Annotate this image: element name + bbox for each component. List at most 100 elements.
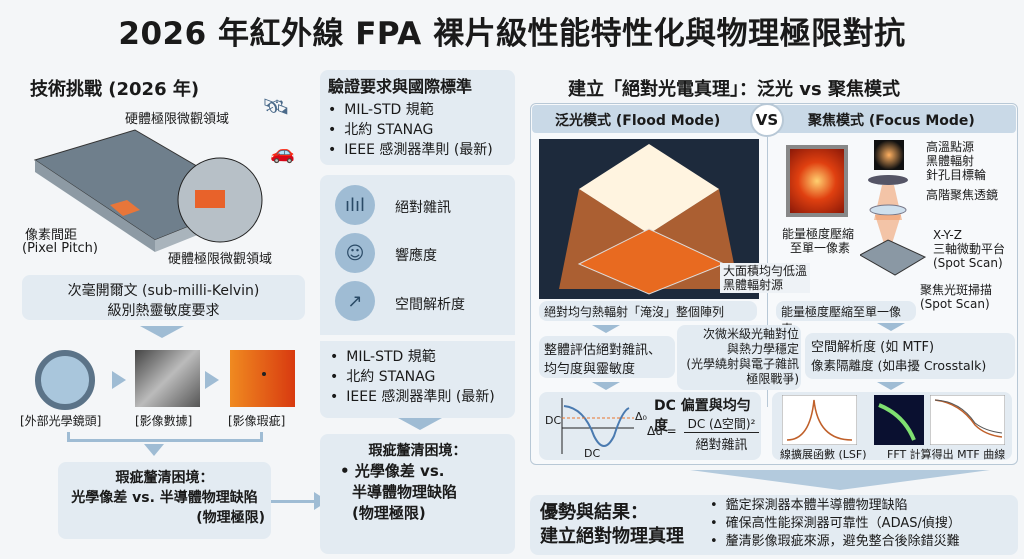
flood-caption: 絕對均勻熱輻射「淹沒」整個陣列 (539, 301, 757, 321)
dilemma-line4: (物理極限) (352, 504, 426, 522)
standard-item: IEEE 感測器準則 (最新) (330, 386, 495, 406)
hot-point-source-icon (874, 140, 904, 170)
label-pinhole: 針孔目標輪 (926, 168, 987, 182)
formula-title: DC 偏置與均勻度 (654, 398, 751, 434)
arrow-down-icon (690, 470, 990, 490)
standard-item: 北約 STANAG (330, 366, 495, 386)
flood-result-box: 整體評估絕對雜訊、 均勻度與靈敏度 (539, 336, 675, 378)
outcome-title-1: 優勢與結果： (540, 502, 648, 523)
outcome-box: 優勢與結果： 建立絕對物理真理 鑑定探測器本體半導體物理缺陷 確保高性能探測器可… (530, 495, 1018, 555)
fpa-chip-illustration (33, 129, 263, 252)
fft-plot (874, 395, 924, 445)
compress-line2: 至單一像素 (790, 241, 851, 255)
dilemma-line1: 瑕疵釐清困境： (115, 470, 214, 486)
arrow-down-icon (592, 382, 620, 390)
compress-label: 能量極度壓縮 至單一像素 (782, 227, 854, 255)
delta-label: Δ₀ (635, 410, 647, 423)
right-heading: 建立「絕對光電真理」：泛光 vs 聚焦模式 (568, 79, 900, 100)
requirement-box: 次毫開爾文 (sub-milli-Kelvin) 級別熱靈敏度要求 (22, 275, 305, 320)
outcome-title-2: 建立絕對物理真理 (540, 526, 684, 547)
outcome-item: 釐清影像瑕疵來源，避免整合後除錯災難 (710, 533, 961, 551)
flow-label-data: [影像數據] (135, 414, 193, 428)
focus-labels-stage: X-Y-Z 三軸微動平台 (Spot Scan) (933, 228, 1005, 270)
focus-spot-image (786, 145, 848, 217)
metrics-box: ılıl 絕對雜訊 ☺ 響應度 ↗ 空間解析度 MIL-STD 規範 北約 ST… (320, 175, 515, 418)
label-hot-source: 高溫點源 (926, 140, 975, 154)
dilemma-line2: 光學像差 vs. (354, 462, 445, 480)
compress-line1: 能量極度壓縮 (782, 227, 855, 241)
mtf-plots-box: 線擴展函數 (LSF) FFT 計算得出 MTF 曲線 (772, 392, 1012, 461)
label-lens: 高階聚焦透鏡 (926, 188, 999, 202)
requirement-line2: 級別熱靈敏度要求 (107, 303, 220, 319)
focus-result-1: 空間解析度 (如 MTF) (811, 340, 935, 355)
pixel-pitch-en: (Pixel Pitch) (22, 241, 98, 256)
alignment-note-box: 次微米級光軸對位 與熱力學穩定 (光學繞射與電子雜訊 極限戰爭) (677, 325, 801, 390)
source-label-2: 黑體輻射源 (723, 278, 784, 292)
flood-source-label: 大面積均勻低溫 黑體輻射源 (720, 263, 811, 293)
lsf-plot (782, 395, 857, 445)
image-data-thumbnail (135, 350, 200, 407)
lens-icon (35, 350, 95, 410)
flood-mode-title: 泛光模式 (Flood Mode) (555, 113, 721, 129)
standards-heading: 驗證要求與國際標準 (328, 77, 473, 96)
focus-labels-scan: 聚焦光斑掃描 (Spot Scan) (920, 283, 992, 311)
arrow-right-icon (205, 371, 219, 389)
label-spot-scan-en: (Spot Scan) (920, 297, 990, 311)
dilemma-line1: 瑕疵釐清困境： (368, 443, 467, 459)
left-heading: 技術挑戰 (2026 年) (30, 79, 200, 100)
lsf-label: 線擴展函數 (LSF) (780, 448, 867, 461)
dc-label: DC (545, 414, 562, 427)
focus-labels-top: 高溫點源 黑體輻射 針孔目標輪 高階聚焦透鏡 (926, 140, 998, 202)
label-hardware-bottom: 硬體極限微觀領域 (168, 252, 273, 267)
dilemma-line3: (物理極限) (196, 510, 265, 526)
standard-item: IEEE 感測器準則 (最新) (328, 139, 507, 159)
dc-label-bottom: DC (584, 447, 601, 460)
formula-denominator: 絕對雜訊 (695, 438, 748, 453)
metric-spatial-resolution: 空間解析度 (395, 297, 465, 313)
standard-item: 北約 STANAG (328, 119, 507, 139)
note-line: 極限戰爭) (746, 372, 799, 386)
left-dilemma-box: 瑕疵釐清困境： 光學像差 vs. 半導體物理缺陷 (物理極限) (58, 462, 271, 539)
connector-line (271, 500, 316, 503)
label-stage: 三軸微動平台 (933, 242, 1006, 256)
waveform-icon: ılıl (335, 185, 375, 225)
connector-line (67, 432, 263, 442)
label-spot-scan: (Spot Scan) (933, 256, 1003, 270)
arrow-down-icon (877, 323, 905, 331)
flow-label-defect: [影像瑕疵] (228, 414, 286, 428)
outcome-item: 確保高性能探測器可靠性（ADAS/偵搜） (710, 515, 961, 533)
dc-formula-box: DC DC Δ₀ DC 偏置與均勻度 Δu = DC (Δ空間)² 絕對雜訊 (539, 392, 761, 460)
chart-icon: ↗ (335, 281, 375, 321)
outcome-item: 鑑定探測器本體半導體物理缺陷 (710, 497, 961, 515)
standards-box: 驗證要求與國際標準 MIL-STD 規範 北約 STANAG IEEE 感測器準… (320, 70, 515, 165)
note-line: 次微米級光軸對位 (702, 327, 799, 341)
middle-dilemma-box: 瑕疵釐清困境： • 光學像差 vs. 半導體物理缺陷 (物理極限) (320, 434, 515, 554)
source-label-1: 大面積均勻低溫 (723, 264, 808, 278)
formula-numerator: DC (Δ空間)² (684, 415, 759, 433)
arrow-down-icon (140, 326, 184, 338)
arrow-down-icon (144, 444, 164, 456)
label-xyz: X-Y-Z (933, 228, 962, 242)
bullet: • (340, 462, 355, 480)
dilemma-line2: 光學像差 vs. 半導體物理缺陷 (71, 490, 258, 506)
requirement-line1: 次毫開爾文 (sub-milli-Kelvin) (67, 283, 260, 299)
standard-item: MIL-STD 規範 (328, 99, 507, 119)
mtf-label: FFT 計算得出 MTF 曲線 (887, 448, 1006, 461)
flow-label-lens: [外部光學鏡頭] (20, 414, 102, 428)
image-defect-thumbnail (230, 350, 295, 407)
head-sensor-icon: ☺ (335, 233, 375, 273)
dc-waveform-plot (561, 398, 634, 454)
label-spot-scan-zh: 聚焦光斑掃描 (920, 283, 993, 297)
label-hardware-top: 硬體極限微觀領域 (125, 112, 230, 127)
car-icon: 🚗 (270, 140, 295, 164)
metric-noise: 絕對雜訊 (395, 200, 451, 216)
note-line: 與熱力學穩定 (726, 342, 799, 356)
standard-item: MIL-STD 規範 (330, 346, 495, 366)
focus-mode-title: 聚焦模式 (Focus Mode) (808, 113, 975, 129)
arrow-right-icon (112, 371, 126, 389)
vs-badge: VS (750, 103, 784, 137)
focus-result-2: 像素隔離度 (如串擾 Crosstalk) (811, 358, 987, 373)
pixel-pitch-zh: 像素間距 (25, 228, 78, 243)
arrow-down-icon (592, 325, 620, 333)
